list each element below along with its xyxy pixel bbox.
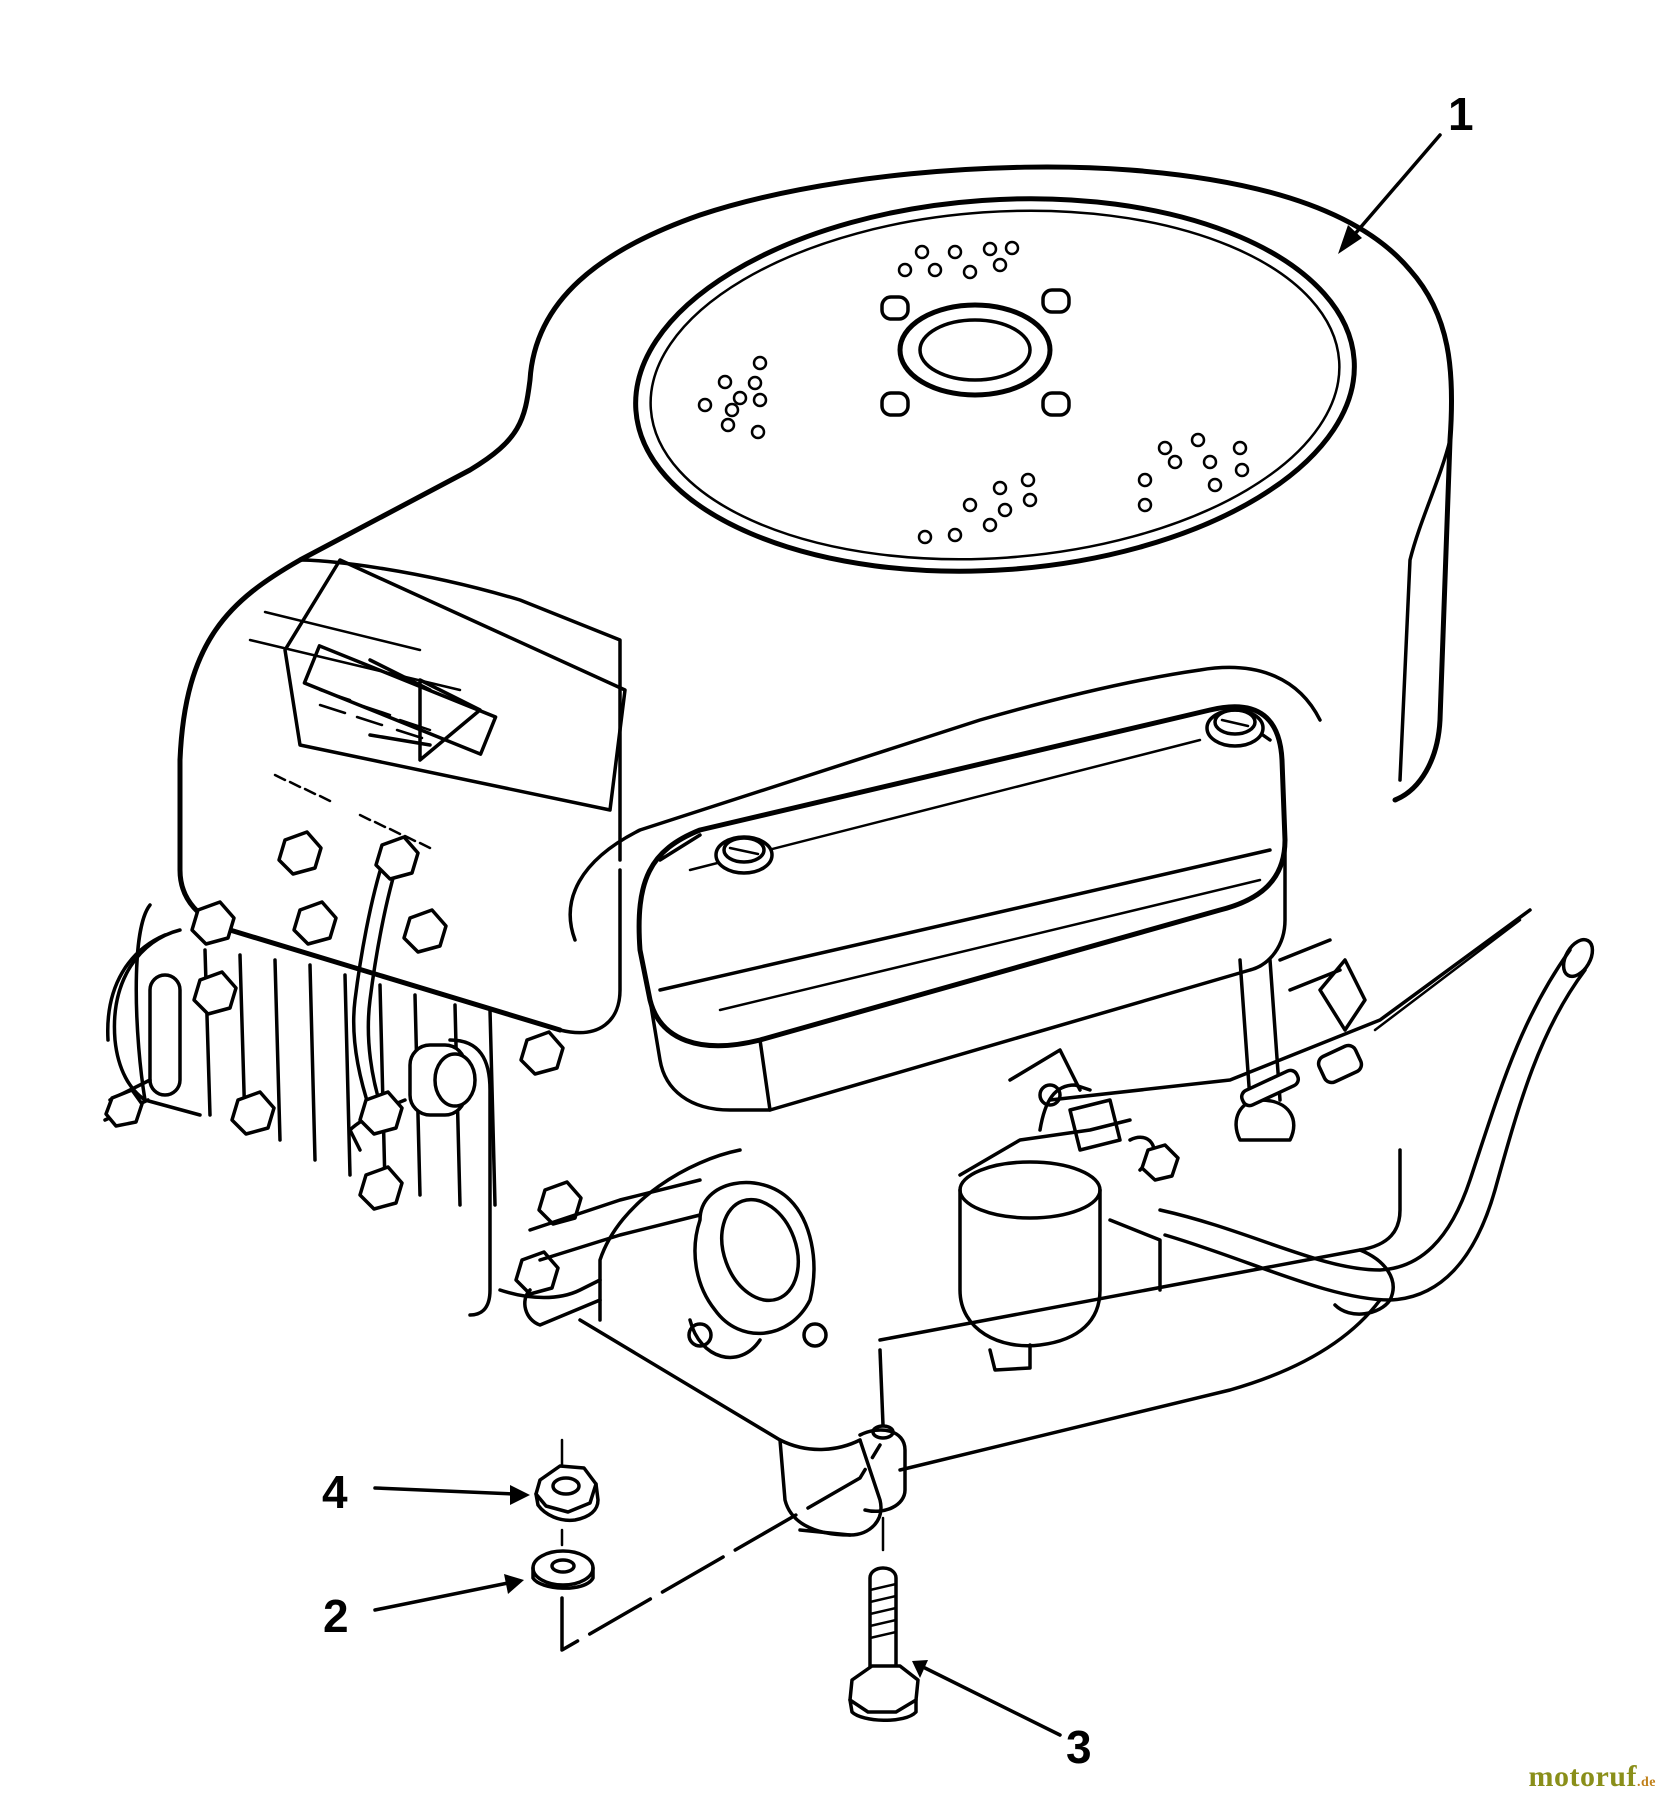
callout-2: 2: [323, 1590, 349, 1642]
hardware-parts: [531, 1438, 920, 1722]
screen-holes: [697, 240, 1250, 545]
brand-decal: [273, 558, 627, 850]
callout-leaders: [373, 133, 1442, 1737]
alignment-line: [560, 1443, 882, 1652]
callout-3: 3: [1066, 1721, 1092, 1773]
air-cleaner-cover: [568, 665, 1322, 1112]
carburetor: [958, 1048, 1180, 1372]
hex-nut: [534, 1438, 600, 1523]
lock-washer: [531, 1528, 595, 1590]
engine-assembly: [103, 164, 1595, 1537]
hex-bolt: [848, 1516, 920, 1722]
watermark-text: motoruf: [1528, 1760, 1637, 1793]
crankcase: [498, 958, 1402, 1537]
callout-1: 1: [1448, 88, 1474, 140]
watermark-suffix: .de: [1637, 1775, 1656, 1790]
hub-studs: [880, 288, 1071, 417]
cylinder-head: [103, 830, 583, 1317]
callout-4: 4: [322, 1466, 348, 1518]
watermark-logo: motoruf.de: [1529, 1760, 1656, 1794]
fuel-line: [1048, 908, 1595, 1302]
